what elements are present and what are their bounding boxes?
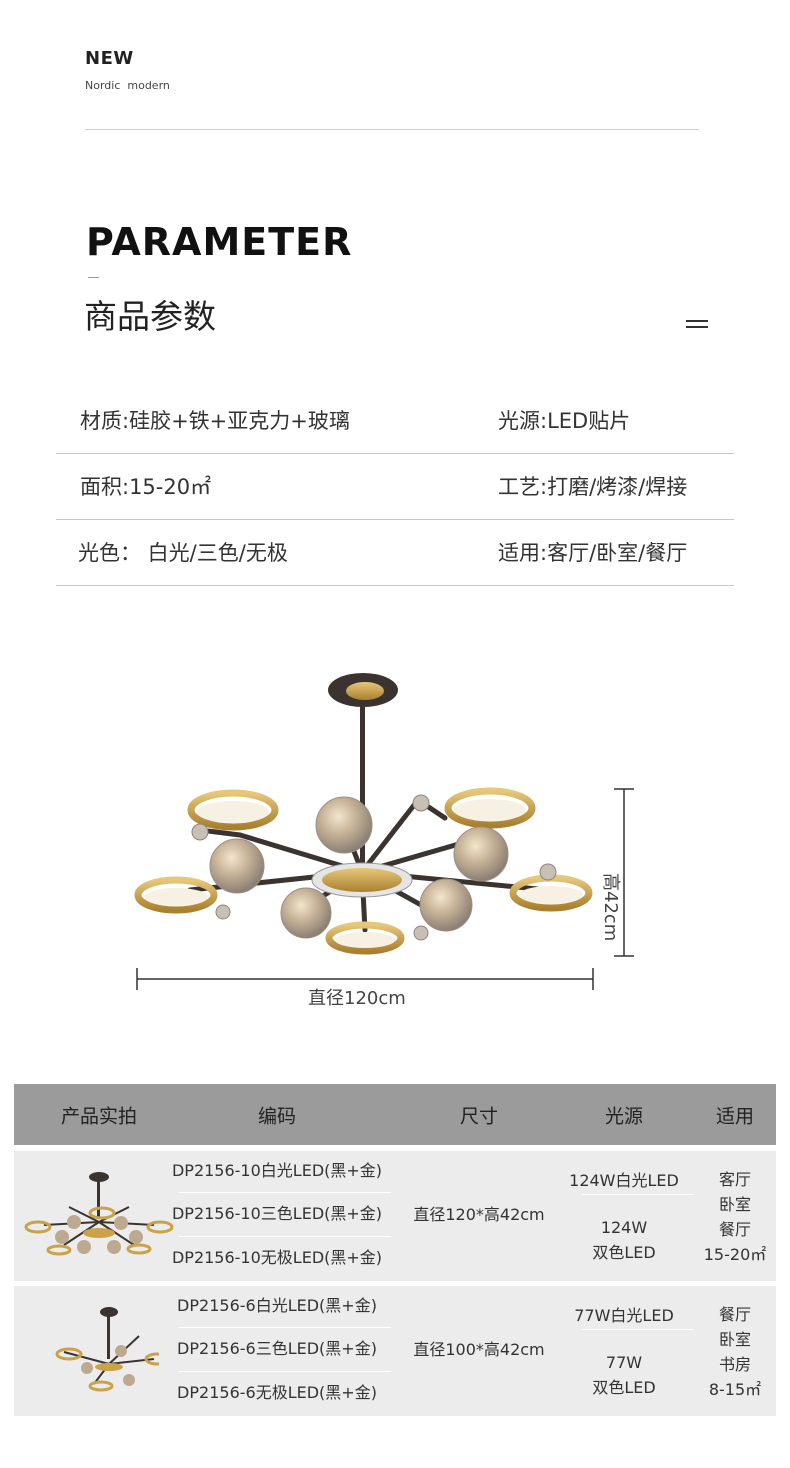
header-divider bbox=[85, 129, 699, 130]
height-dimension bbox=[614, 788, 634, 957]
row-divider bbox=[582, 1194, 693, 1195]
use-room: 餐厅 bbox=[718, 1305, 752, 1324]
width-label: 直径120cm bbox=[308, 988, 406, 1009]
product-size: 直径100*高42cm bbox=[413, 1340, 545, 1359]
brand-subtitle: Nordic modern bbox=[85, 79, 170, 92]
product-code: DP2156-6无极LED(黑+金) bbox=[177, 1383, 377, 1402]
param-row: 面积:15-20㎡ 工艺:打磨/烤漆/焊接 bbox=[56, 453, 734, 520]
product-code: DP2156-10三色LED(黑+金) bbox=[171, 1204, 383, 1223]
section-title-cn: 商品参数 bbox=[84, 297, 216, 336]
product-thumbnail bbox=[24, 1172, 174, 1256]
use-room: 书房 bbox=[718, 1355, 752, 1374]
title-dash bbox=[88, 277, 99, 278]
row-divider bbox=[179, 1371, 391, 1372]
th-use: 适用 bbox=[715, 1105, 755, 1127]
param-craft: 工艺:打磨/烤漆/焊接 bbox=[498, 475, 688, 499]
th-code: 编码 bbox=[257, 1105, 297, 1127]
use-area: 8-15㎡ bbox=[708, 1380, 762, 1399]
th-photo: 产品实拍 bbox=[60, 1105, 138, 1127]
ring-diffusers bbox=[144, 799, 583, 948]
light-spec: 124W白光LED bbox=[569, 1171, 679, 1190]
glass-globes bbox=[209, 796, 509, 939]
use-room: 卧室 bbox=[718, 1195, 752, 1214]
row-divider bbox=[582, 1329, 693, 1330]
product-code: DP2156-6三色LED(黑+金) bbox=[177, 1339, 377, 1358]
canopy bbox=[328, 673, 398, 707]
row-divider bbox=[179, 1327, 391, 1328]
param-light-source: 光源:LED贴片 bbox=[498, 409, 631, 433]
table-row: DP2156-10白光LED(黑+金) DP2156-10三色LED(黑+金) … bbox=[14, 1151, 776, 1281]
th-size: 尺寸 bbox=[459, 1105, 499, 1127]
use-room: 客厅 bbox=[718, 1170, 752, 1189]
row-divider bbox=[179, 1192, 391, 1193]
param-area: 面积:15-20㎡ bbox=[80, 475, 212, 499]
width-dimension bbox=[136, 968, 594, 990]
light-type: 双色LED bbox=[592, 1378, 656, 1397]
use-room: 卧室 bbox=[718, 1330, 752, 1349]
param-row: 材质:硅胶+铁+亚克力+玻璃 光源:LED贴片 bbox=[56, 387, 734, 454]
center-hub bbox=[311, 862, 413, 898]
param-application: 适用:客厅/卧室/餐厅 bbox=[498, 541, 688, 565]
param-light-color: 光色： 白光/三色/无极 bbox=[78, 541, 288, 565]
brand-title: NEW bbox=[85, 48, 134, 69]
table-header: 产品实拍 编码 尺寸 光源 适用 bbox=[14, 1084, 776, 1145]
table-row: DP2156-6白光LED(黑+金) DP2156-6三色LED(黑+金) DP… bbox=[14, 1286, 776, 1416]
height-label: 高42cm bbox=[600, 873, 621, 942]
light-power: 124W bbox=[600, 1218, 648, 1237]
param-material: 材质:硅胶+铁+亚克力+玻璃 bbox=[80, 409, 350, 433]
use-room: 餐厅 bbox=[718, 1220, 752, 1239]
use-area: 15-20㎡ bbox=[703, 1245, 767, 1264]
product-code: DP2156-10白光LED(黑+金) bbox=[171, 1161, 383, 1180]
section-title: PARAMETER bbox=[86, 220, 353, 264]
product-thumbnail bbox=[55, 1307, 159, 1392]
th-light: 光源 bbox=[604, 1105, 644, 1127]
light-rings bbox=[134, 787, 593, 955]
chandelier-figure bbox=[134, 673, 634, 990]
param-row: 光色： 白光/三色/无极 适用:客厅/卧室/餐厅 bbox=[56, 519, 734, 586]
crystal-beads bbox=[191, 794, 557, 941]
light-type: 双色LED bbox=[592, 1243, 656, 1262]
stem bbox=[360, 705, 365, 865]
product-size: 直径120*高42cm bbox=[413, 1205, 545, 1224]
product-code: DP2156-10无极LED(黑+金) bbox=[171, 1248, 383, 1267]
product-code: DP2156-6白光LED(黑+金) bbox=[177, 1296, 377, 1315]
light-spec: 77W白光LED bbox=[574, 1306, 674, 1325]
menu-icon[interactable] bbox=[686, 320, 708, 328]
row-divider bbox=[179, 1236, 391, 1237]
light-power: 77W bbox=[605, 1353, 643, 1372]
